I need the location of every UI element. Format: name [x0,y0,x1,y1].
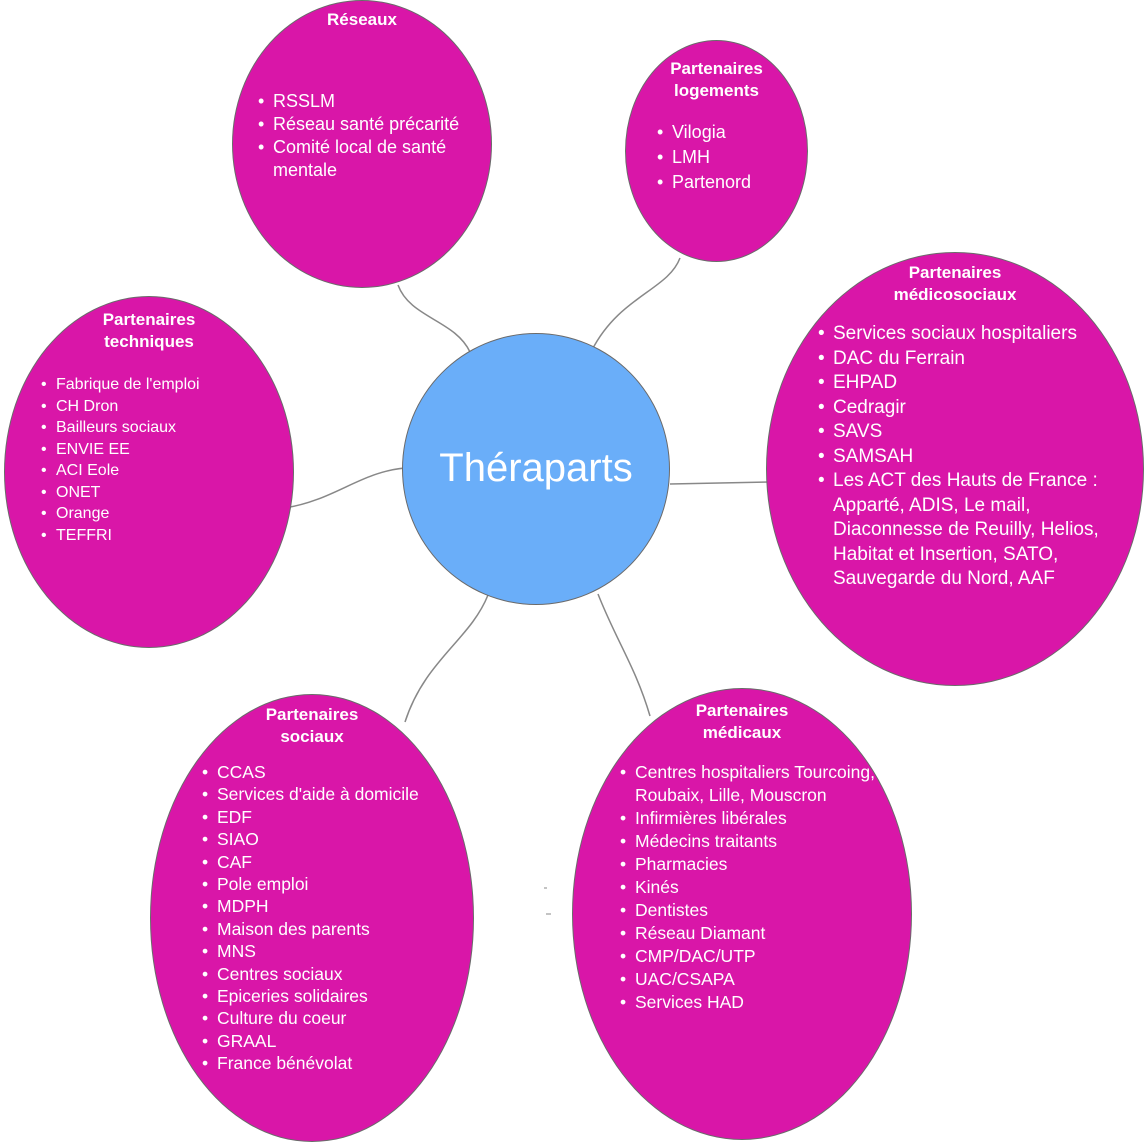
list-item: Maison des parents [202,918,462,941]
list-item: CCAS [202,761,462,784]
list-item: Cedragir [818,396,1118,421]
list-item: SAMSAH [818,445,1118,470]
list-item: Orange [41,503,261,525]
list-item: Bailleurs sociaux [41,417,261,439]
list-item: ENVIE EE [41,439,261,461]
bubble-title: Partenaires techniques [102,310,196,351]
list-item: Dentistes [620,899,880,922]
bubble-techniques: Partenaires techniques Fabrique de l'emp… [4,296,294,648]
bubble-sociaux: Partenaires sociaux CCASServices d'aide … [150,694,474,1142]
list-item: DAC du Ferrain [818,347,1118,372]
list-item: MDPH [202,895,462,918]
list-item: Réseau Diamant [620,922,880,945]
list-item: CAF [202,851,462,874]
connector-reseaux [397,284,471,353]
list-item: Services sociaux hospitaliers [818,322,1118,347]
list-item: TEFFRI [41,525,261,547]
list-item: CH Dron [41,396,261,418]
connector-medicosociaux [669,481,771,485]
central-node: Théraparts [402,333,670,605]
list-item: Epiceries solidaires [202,985,462,1008]
bubble-list: Centres hospitaliers Tourcoing, Roubaix,… [620,761,880,1014]
bubble-list: Fabrique de l'emploiCH DronBailleurs soc… [41,374,261,546]
bubble-reseaux: Réseaux RSSLMRéseau santé précaritéComit… [232,0,492,288]
list-item: Culture du coeur [202,1007,462,1030]
list-item: Infirmières libérales [620,807,880,830]
bubble-list: Services sociaux hospitaliersDAC du Ferr… [818,322,1118,592]
list-item: Pole emploi [202,873,462,896]
list-item: Centres sociaux [202,963,462,986]
list-item: CMP/DAC/UTP [620,945,880,968]
list-item: GRAAL [202,1030,462,1053]
list-item: RSSLM [258,90,473,113]
list-item: MNS [202,940,462,963]
bubble-medicosociaux: Partenaires médicosociaux Services socia… [766,252,1144,686]
list-item: SAVS [818,420,1118,445]
list-item: Fabrique de l'emploi [41,374,261,396]
list-item: ACI Eole [41,460,261,482]
list-item: Comité local de santé mentale [258,136,473,182]
bubble-title: Réseaux [327,10,397,29]
list-item: Les ACT des Hauts de France : Apparté, A… [818,469,1118,592]
list-item: Centres hospitaliers Tourcoing, Roubaix,… [620,761,880,807]
list-item: SIAO [202,828,462,851]
bubble-medicaux: Partenaires médicaux Centres hospitalier… [572,688,912,1140]
bubble-list: RSSLMRéseau santé précaritéComité local … [258,90,473,182]
list-item: France bénévolat [202,1052,462,1075]
list-item: Services HAD [620,991,880,1014]
list-item: UAC/CSAPA [620,968,880,991]
central-node-label: Théraparts [439,446,633,490]
list-item: Partenord [657,170,797,195]
list-item: Kinés [620,876,880,899]
list-item: Services d'aide à domicile [202,783,462,806]
bubble-title: Partenaires médicaux [695,701,789,742]
bubble-list: VilogiaLMHPartenord [657,120,797,195]
bubble-title: Partenaires sociaux [265,705,359,746]
bubble-list: CCASServices d'aide à domicileEDFSIAOCAF… [202,761,462,1075]
connector-medicaux [597,593,651,717]
connector-logements [591,257,681,351]
list-item: Médecins traitants [620,830,880,853]
list-item: EDF [202,806,462,829]
connector-techniques [284,467,406,509]
list-item: Vilogia [657,120,797,145]
bubble-title: Partenaires médicosociaux [893,263,1017,304]
bubble-logements: Partenaires logements VilogiaLMHPartenor… [625,40,808,262]
connector-sociaux [404,594,489,723]
list-item: EHPAD [818,371,1118,396]
list-item: LMH [657,145,797,170]
list-item: Réseau santé précarité [258,113,473,136]
list-item: Pharmacies [620,853,880,876]
bubble-title: Partenaires logements [670,59,763,100]
list-item: ONET [41,482,261,504]
